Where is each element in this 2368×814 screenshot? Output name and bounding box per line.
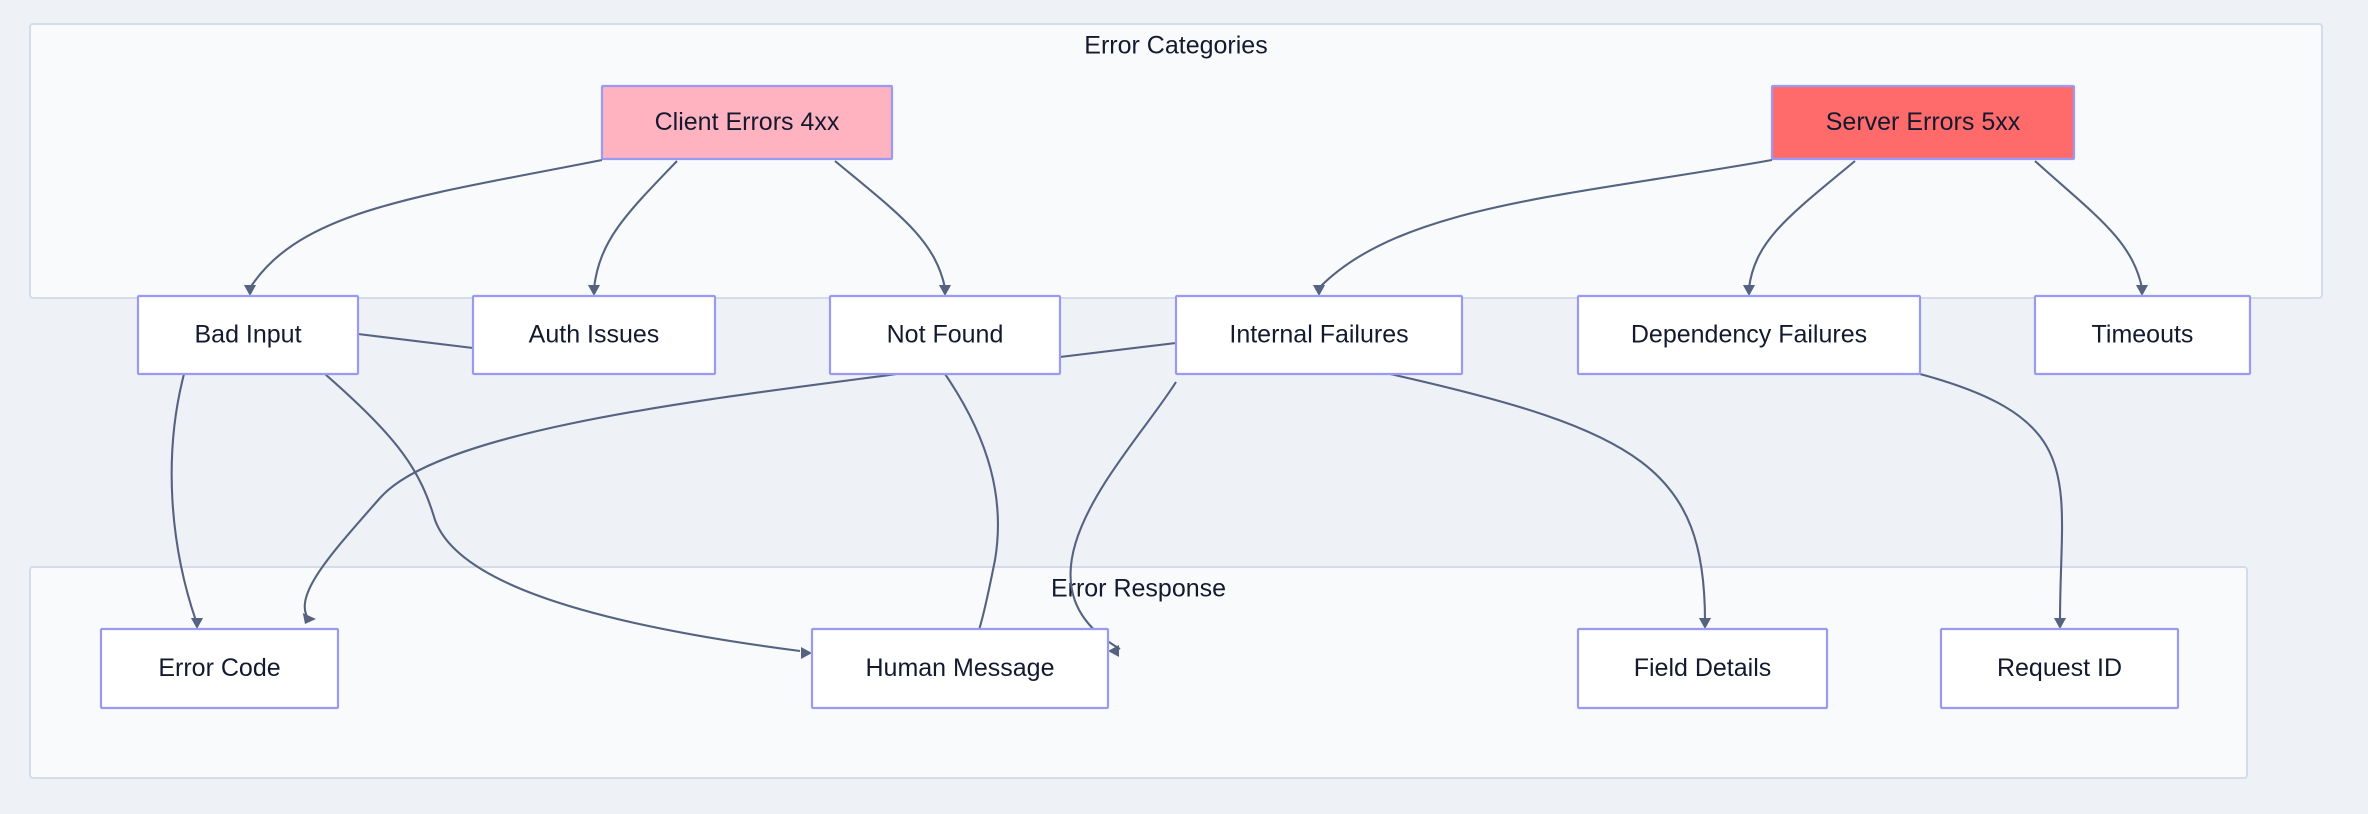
arrow-head-icon [243, 285, 257, 296]
node-box[interactable] [99, 627, 340, 710]
edge-not-found-to-human-message [944, 373, 1000, 652]
arrow-head-icon [190, 618, 204, 629]
node-box[interactable] [828, 294, 1062, 376]
edge-line [303, 372, 898, 622]
edge-internal-to-field-details [1389, 372, 1712, 629]
node-box[interactable] [1576, 294, 1922, 376]
edge-client-to-auth-issues [587, 160, 678, 296]
node-label: Human Message [866, 654, 1055, 682]
node-not-found[interactable]: Not Found [828, 294, 1062, 376]
edge-line [1747, 160, 1856, 289]
cluster-label: Error Response [1051, 575, 1226, 603]
node-auth-issues[interactable]: Auth Issues [471, 294, 717, 376]
node-box[interactable] [136, 294, 360, 376]
node-box[interactable] [600, 84, 894, 161]
edge-line [1919, 372, 2064, 622]
node-box[interactable] [1770, 84, 2076, 161]
arrow-head-icon [302, 613, 316, 624]
cluster-error-response: Error Response [29, 566, 2248, 779]
arrow-head-icon [1108, 644, 1119, 658]
edge-bad-input-to-human-message [324, 373, 812, 660]
arrow-head-icon [587, 285, 601, 296]
edge-line [592, 160, 678, 289]
node-label: Not Found [887, 321, 1004, 349]
edge-client-to-bad-input [243, 158, 603, 296]
edge-not-found-to-internal [1059, 341, 1177, 359]
edge-line [357, 332, 474, 350]
node-label: Request ID [1997, 654, 2122, 682]
edge-line [1389, 372, 1707, 622]
node-label: Field Details [1634, 654, 1772, 682]
node-label: Auth Issues [529, 321, 660, 349]
arrow-head-icon [1742, 285, 1756, 296]
cluster-box [29, 23, 2323, 299]
edge-server-to-dependency-failures [1742, 160, 1856, 296]
edge-line [170, 373, 197, 622]
arrow-head-icon [938, 285, 952, 296]
edge-client-to-not-found [834, 160, 952, 296]
edge-line [249, 158, 603, 289]
edge-line [1059, 341, 1177, 359]
node-server-errors-5xx[interactable]: Server Errors 5xx [1770, 84, 2076, 161]
arrow-head-icon [801, 646, 812, 660]
node-client-errors-4xx[interactable]: Client Errors 4xx [600, 84, 894, 161]
cluster-box [29, 566, 2248, 779]
node-label: Error Code [158, 654, 280, 682]
edge-line [1318, 158, 1773, 289]
edge-server-to-timeouts [2034, 160, 2149, 296]
edge-layer [170, 158, 2149, 660]
arrow-head-icon [1698, 618, 1712, 629]
node-request-id[interactable]: Request ID [1939, 627, 2180, 710]
node-human-message[interactable]: Human Message [810, 627, 1110, 710]
node-label: Server Errors 5xx [1826, 108, 2021, 136]
node-dependency-failures[interactable]: Dependency Failures [1576, 294, 1922, 376]
edge-line [2034, 160, 2144, 289]
node-field-details[interactable]: Field Details [1576, 627, 1829, 710]
node-bad-input[interactable]: Bad Input [136, 294, 360, 376]
node-box[interactable] [810, 627, 1110, 710]
node-label: Timeouts [2092, 321, 2194, 349]
edge-bad-input-to-error-code [170, 373, 204, 629]
node-label: Dependency Failures [1631, 321, 1867, 349]
edge-line [324, 373, 801, 653]
cluster-label: Error Categories [1084, 32, 1267, 60]
node-box[interactable] [2033, 294, 2252, 376]
node-label: Internal Failures [1229, 321, 1408, 349]
node-internal-failures[interactable]: Internal Failures [1174, 294, 1464, 376]
node-error-code[interactable]: Error Code [99, 627, 340, 710]
node-timeouts[interactable]: Timeouts [2033, 294, 2252, 376]
edge-line [944, 373, 1000, 652]
node-label: Bad Input [194, 321, 301, 349]
node-label: Client Errors 4xx [655, 108, 840, 136]
edge-auth-issues-to-bad-input [357, 332, 474, 350]
node-box[interactable] [471, 294, 717, 376]
node-box[interactable] [1174, 294, 1464, 376]
node-box[interactable] [1576, 627, 1829, 710]
edge-internal-to-human-message [1069, 381, 1177, 658]
arrow-head-icon [1312, 285, 1326, 296]
cluster-error-categories: Error Categories [29, 23, 2323, 299]
node-box[interactable] [1939, 627, 2180, 710]
arrow-head-icon [2053, 618, 2067, 629]
edge-line [1069, 381, 1177, 650]
edge-not-found-to-error-code [302, 372, 898, 624]
edge-server-to-internal-failures [1312, 158, 1773, 296]
edge-dependency-to-request-id [1919, 372, 2067, 629]
arrow-head-icon [2135, 285, 2149, 296]
edge-line [834, 160, 947, 289]
